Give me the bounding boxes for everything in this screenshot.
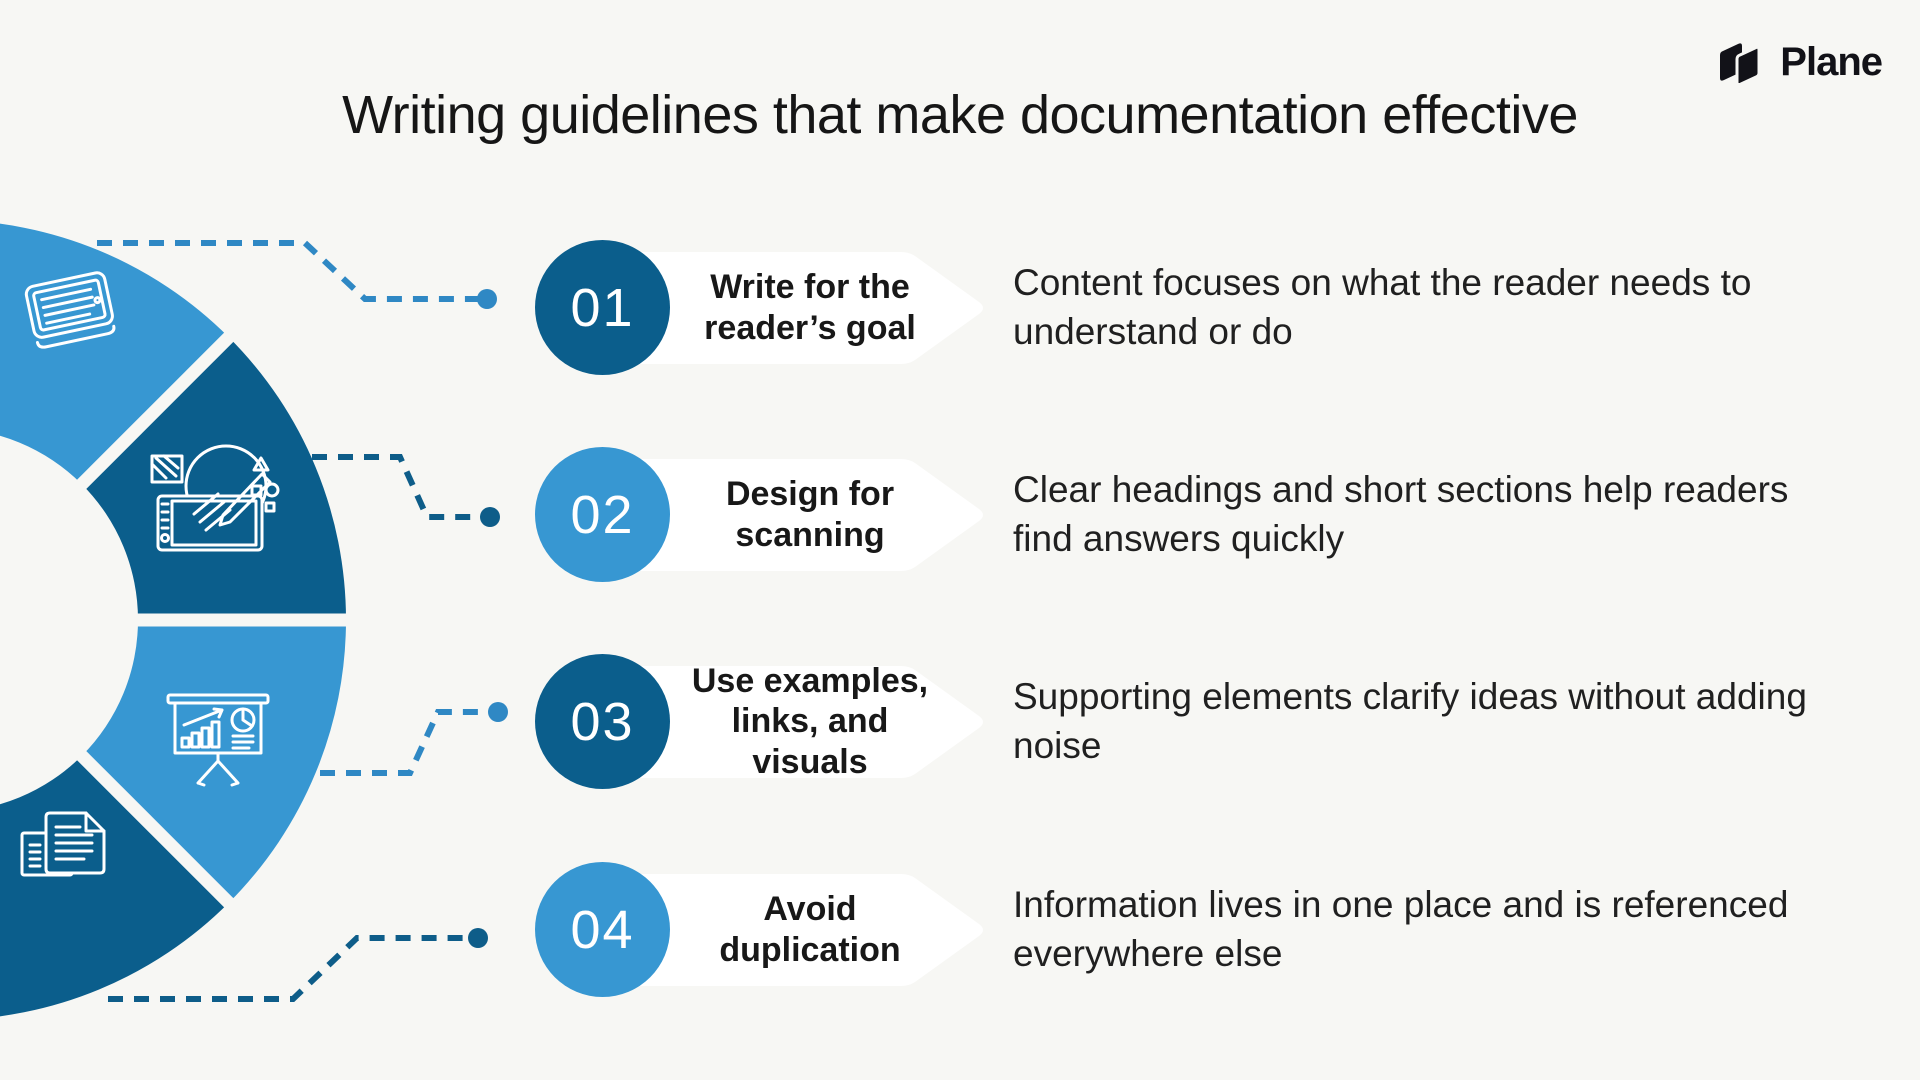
item-title: Design for scanning xyxy=(725,475,895,554)
connector-dot-3 xyxy=(488,702,508,722)
plane-logo: Plane xyxy=(1718,40,1883,85)
item-description: Content focuses on what the reader needs… xyxy=(1013,261,1752,352)
donut-segment-3 xyxy=(81,620,347,903)
connector-dot-1 xyxy=(477,289,497,309)
donut-chart xyxy=(0,223,352,1017)
design-tablet-icon xyxy=(150,444,280,552)
item-number-badge: 04 xyxy=(535,862,670,997)
guideline-row-4: 04 Avoid duplication Information lives i… xyxy=(535,862,1920,997)
item-number-badge: 03 xyxy=(535,654,670,789)
item-title: Write for the reader’s goal xyxy=(704,268,916,347)
item-title: Use examples, links, and visuals xyxy=(691,662,929,781)
guideline-row-3: 03 Use examples, links, and visuals Supp… xyxy=(535,654,1920,789)
page-title: Writing guidelines that make documentati… xyxy=(342,85,1578,145)
guideline-row-2: 02 Design for scanning Clear headings an… xyxy=(535,447,1920,582)
connector-dot-2 xyxy=(480,507,500,527)
documents-icon xyxy=(20,811,106,877)
tablet-document-icon xyxy=(24,271,116,349)
presentation-chart-icon xyxy=(166,693,270,787)
donut-gap-3-4 xyxy=(69,743,241,915)
item-number: 02 xyxy=(570,484,635,545)
donut-segment-2 xyxy=(81,337,347,620)
guideline-row-1: 01 Write for the reader’s goal Content f… xyxy=(535,240,1920,375)
item-number: 03 xyxy=(570,691,635,752)
donut-gap-1-2 xyxy=(69,325,241,497)
item-description: Clear headings and short sections help r… xyxy=(1013,468,1789,559)
item-number: 01 xyxy=(570,277,635,338)
connector-dot-4 xyxy=(468,928,488,948)
item-number-badge: 02 xyxy=(535,447,670,582)
plane-logo-icon xyxy=(1720,42,1761,83)
item-number: 04 xyxy=(570,899,635,960)
item-title: Avoid duplication xyxy=(719,890,901,969)
item-number-badge: 01 xyxy=(535,240,670,375)
item-description: Supporting elements clarify ideas withou… xyxy=(1013,675,1807,766)
plane-logo-text: Plane xyxy=(1780,40,1883,84)
item-description: Information lives in one place and is re… xyxy=(1013,883,1789,974)
